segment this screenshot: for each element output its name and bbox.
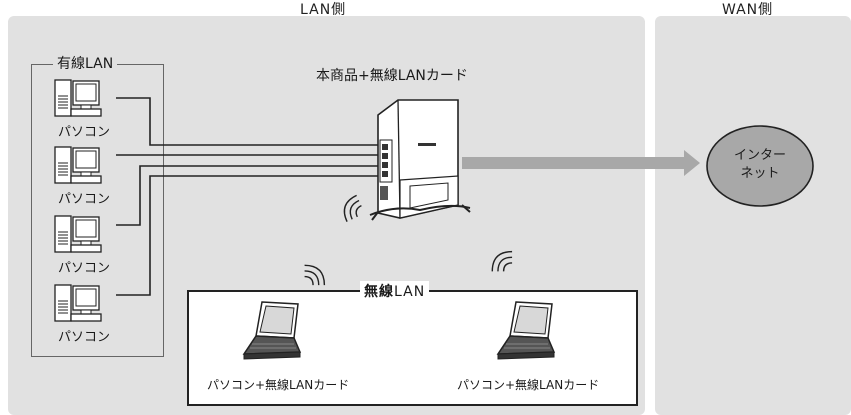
internet-cloud bbox=[706, 125, 814, 207]
cable-pc3 bbox=[116, 165, 378, 226]
wireless-lan-label-bold: 無線 bbox=[364, 284, 394, 300]
router-icon bbox=[369, 99, 471, 221]
router-wave-icon bbox=[339, 192, 365, 226]
lan-zone-title: LAN側 bbox=[300, 2, 347, 18]
internet-label: インター ネット bbox=[720, 147, 800, 183]
laptop-icon-2 bbox=[497, 301, 555, 360]
wireless-lan-label-rest: LAN bbox=[394, 284, 426, 300]
laptop-wave-icon-2 bbox=[486, 245, 519, 278]
pc-icon-2 bbox=[54, 146, 102, 184]
cable-pc1 bbox=[116, 97, 378, 146]
pc-icon-3 bbox=[54, 215, 102, 253]
pc-caption-2: パソコン bbox=[57, 192, 110, 207]
laptop-wave-icon-1 bbox=[298, 259, 331, 292]
laptop-icon-1 bbox=[243, 301, 301, 360]
internet-label-line2: ネット bbox=[740, 166, 780, 181]
laptop-caption-2: パソコン+無線LANカード bbox=[457, 378, 600, 392]
router-caption: 本商品+無線LANカード bbox=[316, 68, 468, 84]
pc-icon-4 bbox=[54, 284, 102, 322]
wan-zone bbox=[655, 16, 851, 415]
pc-caption-4: パソコン bbox=[57, 330, 110, 345]
wan-zone-title: WAN側 bbox=[722, 2, 774, 18]
internet-label-line1: インター bbox=[733, 148, 786, 163]
pc-caption-1: パソコン bbox=[57, 125, 110, 140]
wireless-lan-label: 無線LAN bbox=[360, 281, 430, 301]
pc-caption-3: パソコン bbox=[57, 261, 110, 276]
wired-lan-label: 有線LAN bbox=[53, 53, 118, 73]
laptop-caption-1: パソコン+無線LANカード bbox=[207, 378, 350, 392]
pc-icon-1 bbox=[54, 79, 102, 117]
wan-arrow bbox=[462, 150, 700, 176]
cable-pc4 bbox=[116, 175, 378, 296]
